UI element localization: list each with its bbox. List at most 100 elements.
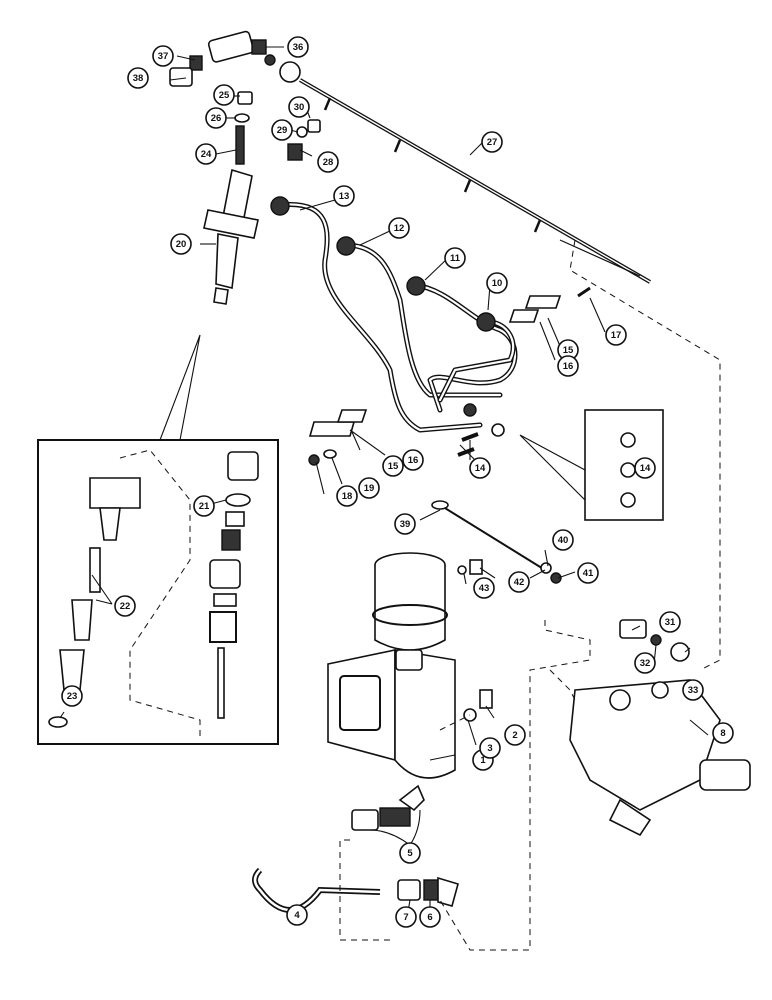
callout-circle [479, 737, 501, 759]
callout-number: 20 [176, 239, 187, 250]
callout-number: 19 [364, 483, 375, 494]
callout-20: 20 [170, 233, 192, 255]
callout-number: 36 [293, 42, 304, 53]
callout-circle [205, 107, 227, 129]
callout-number: 32 [640, 658, 651, 669]
callout-19: 19 [358, 477, 380, 499]
callout-23: 23 [61, 685, 83, 707]
callout-number: 8 [720, 728, 725, 739]
callout-circle [127, 67, 149, 89]
callout-number: 11 [450, 253, 461, 264]
callout-circle [577, 562, 599, 584]
callout-circle [170, 233, 192, 255]
callout-37: 37 [152, 45, 174, 67]
callout-36: 36 [287, 36, 309, 58]
callout-43: 43 [473, 577, 495, 599]
callout-number: 40 [558, 535, 569, 546]
callout-11: 11 [444, 247, 466, 269]
callout-24: 24 [195, 143, 217, 165]
callout-number: 1 [480, 755, 486, 766]
leak-off-rail [299, 78, 651, 284]
callout-3: 3 [479, 737, 501, 759]
callout-25: 25 [213, 84, 235, 106]
callout-12: 12 [388, 217, 410, 239]
callout-circle [473, 577, 495, 599]
injection-pump [569, 619, 751, 837]
callout-circle [508, 571, 530, 593]
callout-circle [394, 513, 416, 535]
filter-housing [327, 552, 493, 779]
callout-16: 16 [402, 449, 424, 471]
callout-number: 41 [583, 568, 594, 579]
routing-lines [339, 239, 721, 951]
callout-41: 41 [577, 562, 599, 584]
callout-circle [271, 119, 293, 141]
callout-number: 15 [388, 461, 399, 472]
callout-circle [634, 652, 656, 674]
injection-pipes [270, 196, 518, 457]
callout-10: 10 [486, 272, 508, 294]
callout-circle [114, 595, 136, 617]
callout-2: 2 [504, 724, 526, 746]
callout-5: 5 [399, 842, 421, 864]
callout-number: 33 [688, 685, 699, 696]
callout-circle [419, 906, 441, 928]
callout-circle [382, 455, 404, 477]
callout-28: 28 [317, 151, 339, 173]
callout-number: 14 [640, 463, 651, 474]
callout-circle [358, 477, 380, 499]
callout-circle [444, 247, 466, 269]
callout-15: 15 [382, 455, 404, 477]
callout-number: 3 [487, 743, 492, 754]
top-fittings [169, 30, 301, 87]
callout-circle [336, 485, 358, 507]
callout-number: 42 [514, 577, 525, 588]
injector-assembly [203, 168, 259, 305]
callout-circle [388, 217, 410, 239]
callout-number: 21 [199, 501, 210, 512]
callout-circle [659, 611, 681, 633]
callout-30: 30 [288, 96, 310, 118]
callout-29: 29 [271, 119, 293, 141]
callout-18: 18 [336, 485, 358, 507]
callout-number: 6 [427, 912, 432, 923]
callout-14: 14 [469, 457, 491, 479]
callout-number: 17 [611, 330, 622, 341]
callout-circle [504, 724, 526, 746]
callout-circle [288, 96, 310, 118]
callout-number: 27 [487, 137, 498, 148]
dipstick [431, 500, 562, 584]
callout-circle [605, 324, 627, 346]
callout-number: 13 [339, 191, 350, 202]
callout-circle [317, 151, 339, 173]
callout-number: 14 [475, 463, 486, 474]
callout-7: 7 [395, 906, 417, 928]
callout-number: 37 [158, 51, 169, 62]
callout-circle [193, 495, 215, 517]
callout-number: 10 [492, 278, 503, 289]
callout-number: 26 [211, 113, 222, 124]
callout-number: 31 [665, 617, 676, 628]
callout-16: 16 [557, 355, 579, 377]
callout-31: 31 [659, 611, 681, 633]
callout-circle [213, 84, 235, 106]
callout-22: 22 [114, 595, 136, 617]
callout-42: 42 [508, 571, 530, 593]
callout-circle [195, 143, 217, 165]
callout-number: 22 [120, 601, 131, 612]
callout-number: 16 [563, 361, 574, 372]
callout-circle [287, 36, 309, 58]
callout-number: 7 [403, 912, 408, 923]
callout-6: 6 [419, 906, 441, 928]
callout-circle [486, 272, 508, 294]
callout-14: 14 [634, 457, 656, 479]
callout-circle [286, 904, 308, 926]
callout-26: 26 [205, 107, 227, 129]
callout-circle [557, 355, 579, 377]
callout-number: 23 [67, 691, 78, 702]
callout-number: 15 [563, 345, 574, 356]
callout-4: 4 [286, 904, 308, 926]
